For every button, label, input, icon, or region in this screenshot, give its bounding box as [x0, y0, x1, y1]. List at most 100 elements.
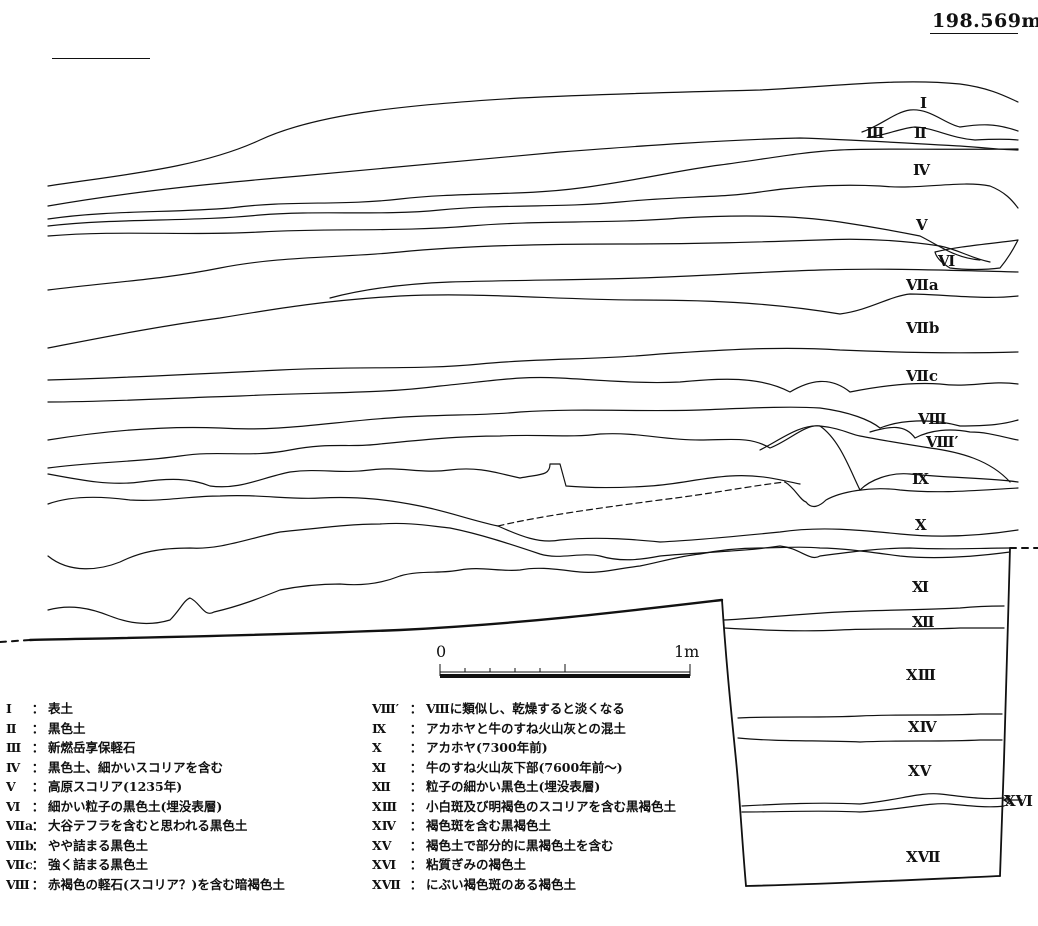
legend-separator: ：	[409, 779, 423, 794]
legend-description: にぶい褐色斑のある褐色土	[426, 876, 577, 892]
legend-separator: ：	[409, 798, 423, 814]
legend-code: Ⅶc	[6, 857, 33, 872]
legend-code: Ⅱ	[6, 720, 17, 736]
legend-description: 黒色土、細かいスコリアを含む	[48, 759, 224, 775]
legend-separator: ：	[409, 857, 423, 872]
legend-code: XⅢ	[372, 798, 397, 814]
boundary-VI-lens	[934, 239, 1019, 271]
layer-label-XII: Ⅻ	[912, 613, 935, 631]
layer-label-VIIa: Ⅶa	[905, 276, 939, 294]
legend-description: 黒色土	[48, 720, 86, 736]
layer-label-XVI: XⅥ	[1004, 792, 1033, 810]
layer-label-VIIb: Ⅶb	[905, 319, 939, 337]
boundary-VIIIp	[869, 426, 1019, 441]
legend-separator: ：	[31, 798, 45, 814]
legend-row: Ⅷ′ ：Ⅷに類似し、乾燥すると淡くなる	[372, 699, 676, 719]
boundary-VIIa-VIIb	[47, 293, 1019, 349]
legend-description: アカホヤ(7300年前)	[426, 740, 548, 755]
layer-label-VI: Ⅵ	[937, 252, 955, 270]
legend-description: 大谷テフラを含むと思われる黒色土	[48, 818, 248, 833]
legend-row: XⅥ：粘質ぎみの褐色土	[372, 855, 676, 875]
legend-code: Ⅷ′	[372, 701, 400, 716]
legend-description: 褐色斑を含む黒褐色土	[426, 818, 552, 833]
boundary-VIIc-VIII	[47, 376, 1019, 403]
boundary-X-notch	[47, 495, 1019, 543]
legend-description: 新燃岳享保軽石	[48, 740, 136, 755]
legend-separator: ：	[409, 740, 423, 755]
legend-row: Ⅶb：やや詰まる黒色土	[6, 836, 285, 856]
legend-row: XⅤ：褐色土で部分的に黒褐色土を含む	[372, 836, 676, 856]
excavation-floor	[28, 598, 724, 642]
boundary-XII-XIII	[723, 627, 1005, 632]
boundary-II-III	[867, 126, 1019, 141]
legend-code: XⅤ	[372, 837, 392, 853]
boundary-X-XI	[47, 522, 1011, 570]
boundary-IX-upper-ridge	[759, 425, 1019, 491]
legend-description: 細かい粒子の黒色土(埋没表層)	[48, 798, 223, 814]
boundary-X-upper	[784, 481, 1019, 508]
scale-end-label: 1m	[674, 642, 699, 661]
boundary-I-II	[861, 109, 1019, 133]
layer-label-X: Ⅹ	[915, 516, 927, 534]
left-dashed-surface	[0, 639, 31, 643]
legend-code: Ⅸ	[372, 720, 387, 736]
layer-label-V: Ⅴ	[915, 216, 928, 234]
boundary-XVI-XVII	[741, 803, 1005, 813]
legend-row: Ⅷ：赤褐色の軽石(スコリア？)を含む暗褐色土	[6, 875, 285, 895]
scale-start-label: 0	[436, 642, 446, 661]
legend-row: Ⅴ：高原スコリア(1235年)	[6, 777, 285, 797]
legend-row: Ⅰ：表土	[6, 699, 285, 719]
legend-separator: ：	[31, 857, 45, 872]
legend-code: Ⅳ	[6, 759, 21, 775]
boundary-VIII-IX	[47, 425, 1011, 483]
legend-separator: ：	[409, 759, 423, 775]
layer-label-IX: Ⅸ	[912, 470, 929, 488]
legend-row: XⅢ ：小白斑及び明褐色のスコリアを含む黒褐色土	[372, 797, 676, 817]
top-reference-line	[52, 58, 150, 59]
legend-separator: ：	[409, 818, 423, 833]
legend-separator: ：	[409, 837, 423, 853]
legend-row: Ⅱ ：黒色土	[6, 719, 285, 739]
boundary-V-VI	[47, 215, 981, 261]
layer-label-VIIc: Ⅶc	[905, 367, 938, 385]
boundary-VIII-VIIIp	[47, 406, 1019, 441]
legend-description: 強く詰まる黒色土	[48, 857, 149, 872]
boundary-XI-XII	[723, 605, 1005, 621]
legend-separator: ：	[31, 720, 45, 736]
layer-label-XI: Ⅺ	[912, 578, 929, 596]
layer-label-I: Ⅰ	[920, 94, 927, 112]
layer-label-VIIIp: Ⅷ′	[925, 433, 958, 451]
legend-separator: ：	[31, 759, 45, 775]
legend-separator: ：	[409, 701, 423, 716]
legend-code: Ⅶb	[6, 837, 34, 853]
layer-label-XIV: XⅣ	[908, 718, 938, 736]
boundary-surface	[47, 81, 1019, 187]
legend-description: 高原スコリア(1235年)	[48, 779, 183, 794]
legend-code: Ⅲ	[6, 740, 22, 755]
legend-separator: ：	[31, 701, 45, 716]
legend-code: Ⅹ	[372, 740, 382, 755]
legend-separator: ：	[31, 837, 45, 853]
scale-bar	[439, 664, 691, 678]
legend-code: Ⅰ	[6, 701, 12, 716]
legend-description: 赤褐色の軽石(スコリア？)を含む暗褐色土	[48, 876, 285, 892]
legend-description: 小白斑及び明褐色のスコリアを含む黒褐色土	[426, 798, 677, 814]
legend-row: Ⅲ：新燃岳享保軽石	[6, 738, 285, 758]
XVI-arrow-head	[1003, 795, 1011, 805]
legend-row: Ⅺ：牛のすね火山灰下部(7600年前～)	[372, 758, 676, 778]
boundary-IX-dashed	[497, 481, 786, 527]
layer-label-VIII: Ⅷ	[917, 410, 947, 428]
legend-code: Ⅷ	[6, 876, 30, 892]
boundary-III-IV	[47, 137, 1019, 207]
legend-description: やや詰まる黒色土	[48, 837, 149, 853]
legend-row: Ⅸ：アカホヤと牛のすね火山灰との混土	[372, 719, 676, 739]
layer-label-IV: Ⅳ	[913, 161, 931, 179]
legend-description: 粘質ぎみの褐色土	[426, 857, 527, 872]
legend-separator: ：	[409, 876, 423, 892]
legend-description: Ⅷに類似し、乾燥すると淡くなる	[426, 701, 625, 716]
boundary-XIV-XV	[737, 737, 1003, 743]
pit-bottom	[745, 875, 1001, 887]
